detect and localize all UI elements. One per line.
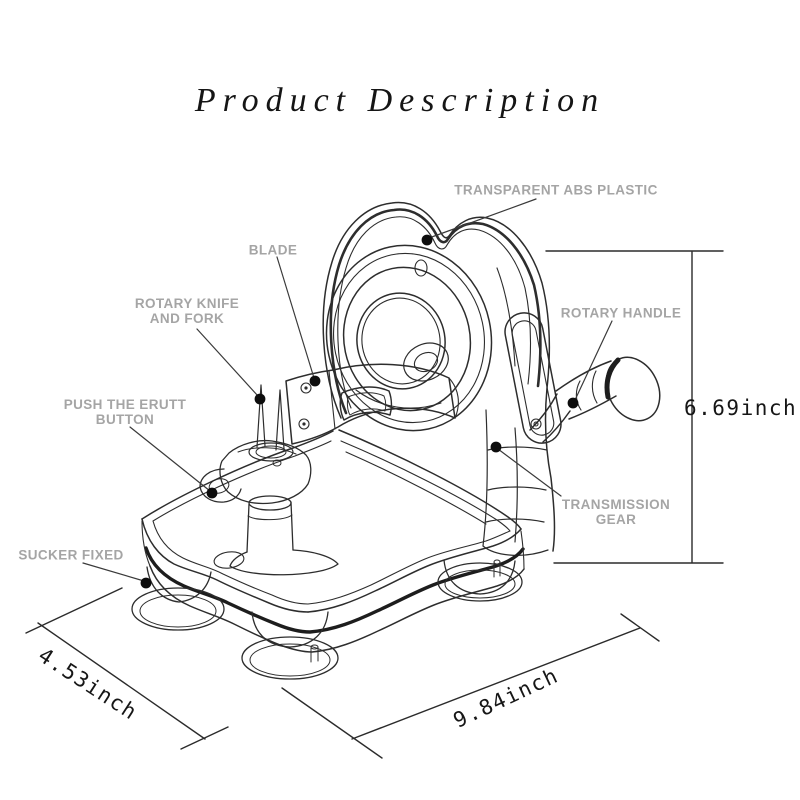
callout-sucker-fixed: SUCKER FIXED <box>18 547 124 563</box>
disc-hub <box>403 342 449 382</box>
callout-dots <box>140 234 579 589</box>
knob-dark-band <box>604 357 621 400</box>
gear-track-slot <box>504 312 562 444</box>
leader-lines <box>82 198 613 582</box>
height-dimension-label: 6.69inch <box>684 396 798 420</box>
blade-arm <box>285 363 459 445</box>
fork-spikes <box>248 384 294 462</box>
button-lever <box>199 468 242 503</box>
pedestal <box>229 495 339 576</box>
callout-transparent-abs-plastic: TRANSPARENT ABS PLASTIC <box>454 182 658 198</box>
page-title: Product Description <box>194 82 606 119</box>
height-dimension-line <box>545 250 724 564</box>
depth-dimension-line <box>281 613 660 759</box>
peeling-disc <box>325 244 493 432</box>
base-tray <box>141 429 525 653</box>
suction-cups <box>131 559 523 680</box>
width-dimension-line <box>25 587 229 750</box>
hood-cover <box>322 201 556 552</box>
base-dark-band <box>144 546 525 634</box>
dimension-lines <box>25 250 724 759</box>
callout-blade: BLADE <box>248 242 298 258</box>
tray-drain-hole <box>213 551 245 569</box>
rotary-handle-knob <box>529 356 661 443</box>
callout-rotary-handle: ROTARY HANDLE <box>560 305 682 321</box>
